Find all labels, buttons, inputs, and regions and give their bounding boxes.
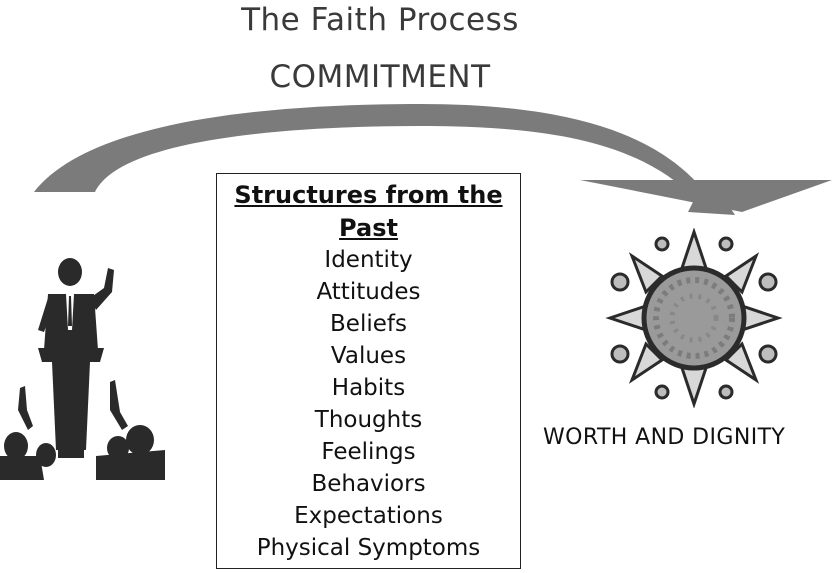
list-item: Expectations: [294, 503, 443, 529]
worth-dignity-label: WORTH AND DIGNITY: [543, 425, 786, 450]
box-heading: Structures from the Past: [234, 181, 503, 242]
list-item: Habits: [331, 375, 406, 401]
list-item: Attitudes: [316, 279, 421, 305]
diagram-subtitle: COMMITMENT: [269, 59, 491, 95]
list-item: Values: [330, 343, 407, 369]
curved-arrow-icon: [34, 104, 832, 215]
sun-icon: [605, 228, 783, 408]
list-item: Feelings: [321, 439, 416, 465]
diagram-title: The Faith Process: [241, 2, 519, 38]
list-item: Behaviors: [311, 471, 426, 497]
structures-box: Structures from the Past Identity Attitu…: [216, 173, 521, 569]
structures-list: Identity Attitudes Beliefs Values Habits…: [217, 244, 520, 564]
preacher-crowd-icon: [0, 258, 165, 480]
list-item: Identity: [324, 247, 413, 273]
list-item: Physical Symptoms: [256, 535, 481, 561]
list-item: Beliefs: [330, 311, 407, 337]
list-item: Thoughts: [314, 407, 423, 433]
